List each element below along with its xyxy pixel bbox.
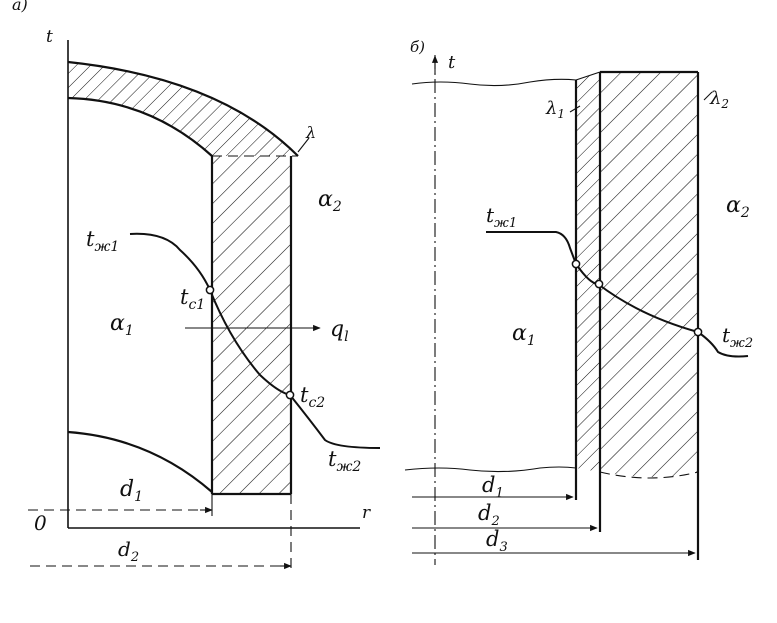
cylinder-top-band xyxy=(68,62,298,156)
axis-t-label-left: t xyxy=(46,27,53,47)
wall-section xyxy=(212,156,291,494)
panel-b-letter: б) xyxy=(410,38,425,56)
origin-label: 0 xyxy=(34,511,47,535)
bottom-break-line xyxy=(404,466,577,473)
lambda-leader xyxy=(297,137,310,153)
lambda2-leader xyxy=(703,91,713,101)
temperature-curve-left xyxy=(129,232,381,449)
point-tc1 xyxy=(205,285,215,295)
point-interface2 xyxy=(594,279,604,289)
t-fluid1-label-right: tж1 xyxy=(486,203,517,231)
cylinder-inner-arc xyxy=(67,96,213,157)
t-fluid1-label-left: tж1 xyxy=(86,227,119,255)
d2-label-left: d2 xyxy=(118,537,139,565)
alpha1-label-left: α1 xyxy=(110,311,134,339)
lambda-label: λ xyxy=(305,123,316,142)
t-wall2-label: tc2 xyxy=(300,383,325,411)
t-wall1-label: tc1 xyxy=(180,285,205,313)
t-fluid2-label-right: tж2 xyxy=(722,323,753,351)
top-break-line xyxy=(411,78,577,87)
bottom-break-dashed xyxy=(599,471,699,479)
alpha1-label-right: α1 xyxy=(512,321,536,349)
lambda1-label: λ1 xyxy=(545,98,565,121)
d2-label-right: d2 xyxy=(478,501,500,529)
point-outer xyxy=(693,327,703,337)
cylinder-outer-arc xyxy=(67,60,299,157)
d3-label-right: d3 xyxy=(486,527,508,555)
point-tc2 xyxy=(285,390,295,400)
lambda2-label: λ2 xyxy=(709,88,729,111)
alpha2-label-left: α2 xyxy=(318,187,342,215)
layer1-section xyxy=(576,72,600,472)
panel-a-letter: а) xyxy=(12,0,28,14)
heat-flux-label: ql xyxy=(330,317,349,345)
axis-r-label: r xyxy=(362,503,371,523)
alpha2-label-right: α2 xyxy=(726,193,750,221)
axis-t-label-right: t xyxy=(448,52,456,73)
point-interface1 xyxy=(571,259,581,269)
d1-label-left: d1 xyxy=(120,477,143,505)
cylinder-bottom-arc xyxy=(67,430,213,493)
layer2-section xyxy=(600,72,698,477)
panel-a: а) t r 0 λ α2 α1 tж1 tc1 tc2 tж2 ql d1 d… xyxy=(12,0,381,572)
t-fluid2-label-left: tж2 xyxy=(328,447,361,475)
temperature-curve-right xyxy=(486,231,749,358)
d1-label-right: d1 xyxy=(482,473,504,501)
lambda1-leader xyxy=(569,105,581,113)
layer1-top-line xyxy=(575,71,601,81)
panel-b: б) t λ1 λ2 α1 α2 tж1 tж2 d1 d2 d3 xyxy=(404,38,753,565)
